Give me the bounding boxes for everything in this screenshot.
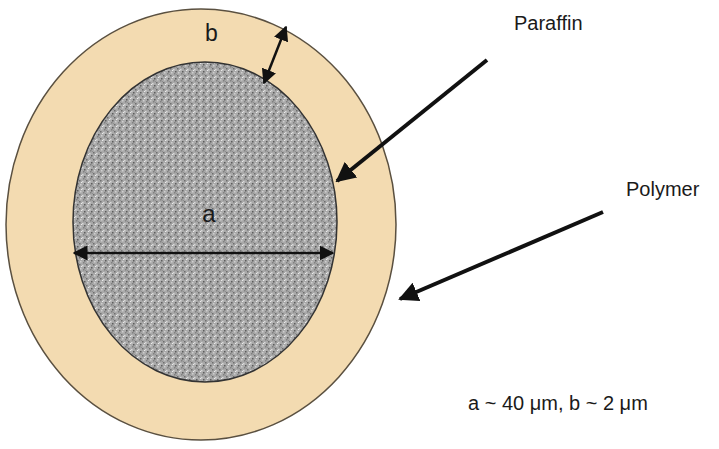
- part-label: Paraffin: [514, 12, 583, 35]
- ellipse-shape: [73, 62, 337, 382]
- paraffin-core: a: [72, 61, 338, 383]
- polymer-shell: ba: [5, 8, 397, 441]
- ellipse-shape: [6, 9, 396, 440]
- dimension-letter: a: [202, 200, 215, 228]
- part-label: Polymer: [626, 178, 699, 201]
- dimension-arrow: [74, 252, 333, 255]
- dimension-arrow: [264, 27, 286, 83]
- dimension-letter: b: [205, 20, 218, 46]
- leader-arrow: [337, 60, 487, 181]
- leader-arrow: [400, 212, 603, 299]
- dimension-note: a ~ 40 μm, b ~ 2 μm: [468, 392, 648, 415]
